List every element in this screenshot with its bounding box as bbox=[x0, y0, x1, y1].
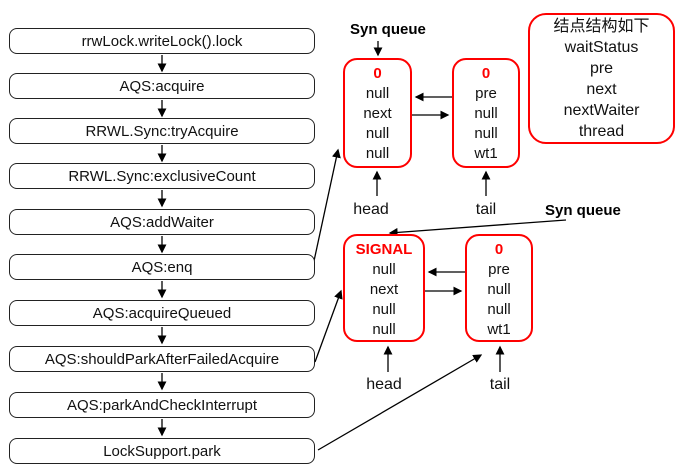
queue1-tail-nextwaiter: null bbox=[474, 125, 498, 142]
legend-field-waitstatus: waitStatus bbox=[564, 38, 639, 56]
legend-field-next: next bbox=[586, 80, 617, 98]
legend-field-thread: thread bbox=[578, 122, 625, 140]
queue2-head-node: SIGNAL null next null null bbox=[343, 234, 425, 342]
queue1-head-pointer-label: head bbox=[353, 201, 389, 218]
arrow-park-to-queue2-tail bbox=[317, 354, 483, 451]
queue1-head-pre: null bbox=[365, 85, 390, 102]
queue2-head-pointer-label: head bbox=[366, 376, 402, 393]
queue2-head-next: next bbox=[369, 281, 399, 298]
flow-step-addwaiter: AQS:addWaiter bbox=[9, 209, 315, 235]
queue1-head-next: next bbox=[363, 105, 392, 122]
flow-step-exclusivecount: RRWL.Sync:exclusiveCount bbox=[9, 163, 315, 189]
queue2-tail-pre: pre bbox=[488, 261, 510, 278]
flow-step-parkandcheck: AQS:parkAndCheckInterrupt bbox=[9, 392, 315, 418]
queue1-head-node: 0 null next null null bbox=[343, 58, 412, 168]
queue2-head-waitstatus: SIGNAL bbox=[355, 241, 413, 258]
queue1-tail-pointer-label: tail bbox=[475, 201, 497, 218]
queue2-tail-thread: wt1 bbox=[487, 321, 511, 338]
flow-step-acquirequeued: AQS:acquireQueued bbox=[9, 300, 315, 326]
node-structure-legend: 结点结构如下 waitStatus pre next nextWaiter th… bbox=[528, 13, 675, 144]
queue2-tail-waitstatus: 0 bbox=[494, 241, 504, 258]
que2-head-thread: null bbox=[372, 321, 396, 338]
flow-step-locksupportpark: LockSupport.park bbox=[9, 438, 315, 464]
queue1-label: Syn queue bbox=[350, 21, 426, 38]
queue2-tail-next: null bbox=[487, 281, 511, 298]
flow-step-shouldpark: AQS:shouldParkAfterFailedAcquire bbox=[9, 346, 315, 372]
queue2-label: Syn queue bbox=[545, 202, 621, 219]
flow-step-acquire: AQS:acquire bbox=[9, 73, 315, 99]
flow-step-writelock: rrwLock.writeLock().lock bbox=[9, 28, 315, 54]
queue2-head-nextwaiter: null bbox=[372, 301, 396, 318]
queue1-head-waitstatus: 0 bbox=[373, 65, 382, 82]
legend-field-pre: pre bbox=[589, 59, 614, 77]
queue1-tail-thread: wt1 bbox=[474, 145, 498, 162]
queue2-tail-pointer-label: tail bbox=[489, 376, 511, 393]
queue1-tail-pre: pre bbox=[475, 85, 497, 102]
queue1-head-thread: null bbox=[365, 145, 390, 162]
queue1-head-nextwaiter: null bbox=[365, 125, 390, 142]
legend-title: 结点结构如下 bbox=[553, 17, 650, 35]
arrow-synqueue2-label bbox=[388, 219, 567, 237]
queue1-tail-node: 0 pre null null wt1 bbox=[452, 58, 520, 168]
queue2-head-pre: null bbox=[372, 261, 396, 278]
queue2-tail-node: 0 pre null null wt1 bbox=[465, 234, 533, 342]
arrow-enq-to-queue1 bbox=[313, 148, 341, 262]
arrow-shouldpark-to-queue2 bbox=[314, 289, 343, 363]
flow-step-enq: AQS:enq bbox=[9, 254, 315, 280]
queue1-tail-waitstatus: 0 bbox=[481, 65, 491, 82]
queue1-tail-next: null bbox=[474, 105, 498, 122]
queue2-tail-nextwaiter: null bbox=[487, 301, 511, 318]
flow-step-tryacquire: RRWL.Sync:tryAcquire bbox=[9, 118, 315, 144]
legend-field-nextwaiter: nextWaiter bbox=[563, 101, 640, 119]
